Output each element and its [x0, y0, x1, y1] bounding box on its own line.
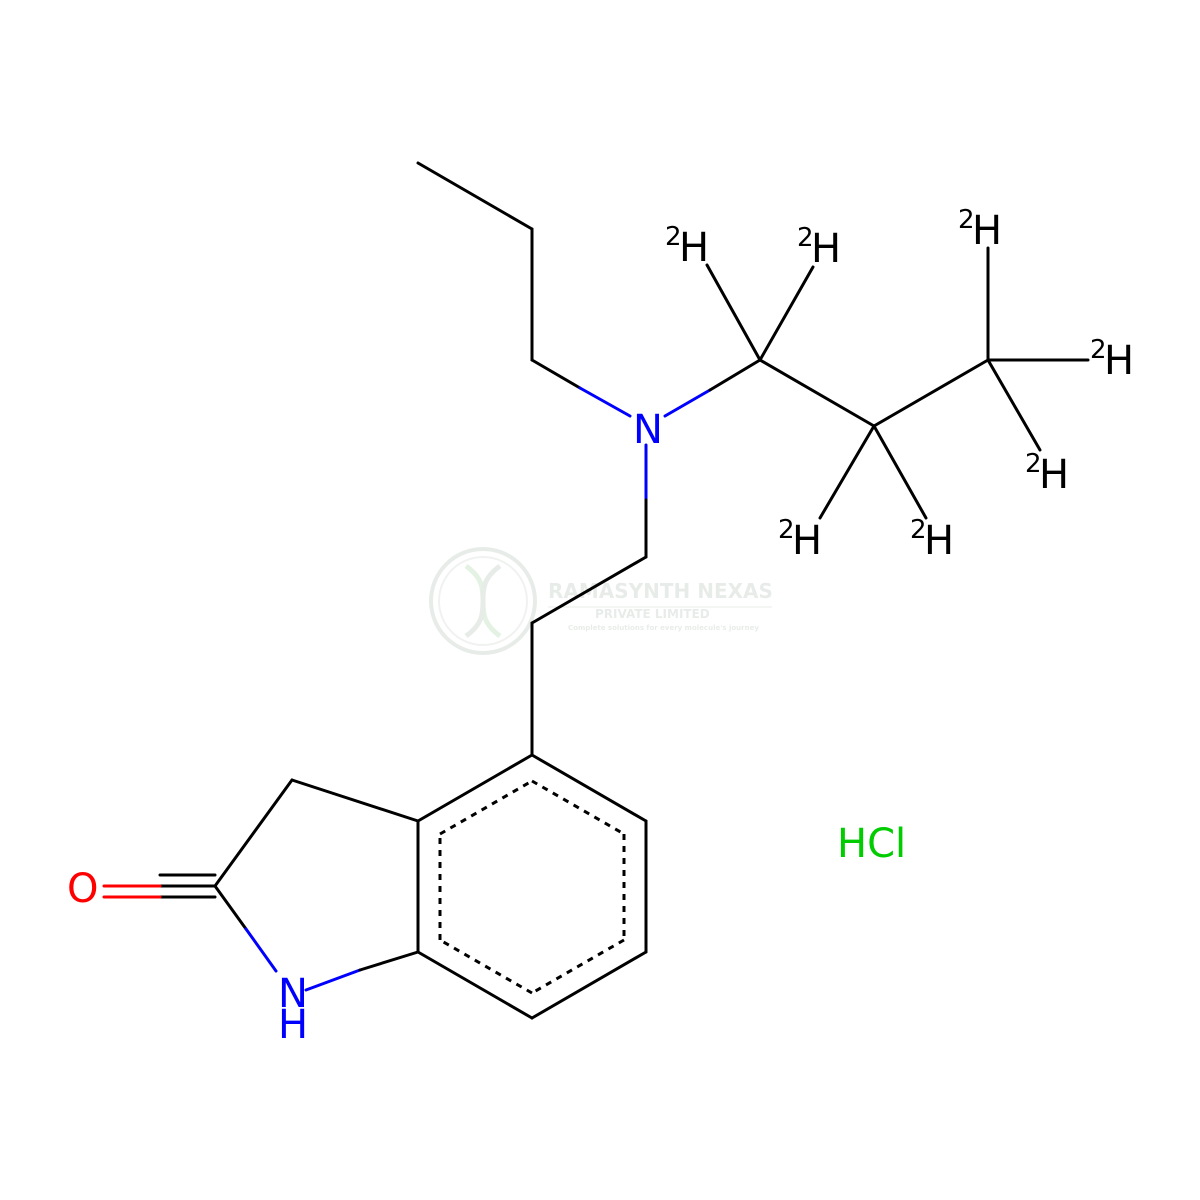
watermark-subtitle: PRIVATE LIMITED — [595, 607, 710, 621]
deuterium-label: 2 H — [778, 515, 822, 564]
carbonyl-oxygen-label: O — [67, 866, 98, 912]
ring-hydrogen-label: H — [278, 1002, 308, 1048]
bonds — [102, 161, 1090, 1020]
hcl-salt-label: HCl — [837, 821, 906, 867]
svg-text:2: 2 — [1025, 449, 1042, 479]
deuterium-label: 2 H — [665, 222, 709, 271]
bond — [358, 950, 420, 972]
bond — [986, 358, 1042, 452]
deuterium-label: 2 H — [1025, 449, 1069, 498]
svg-text:H: H — [1039, 452, 1069, 498]
bond — [872, 358, 990, 428]
bond — [530, 358, 582, 390]
svg-text:H: H — [924, 518, 954, 564]
bond — [530, 753, 648, 823]
watermark-logo-icon — [429, 547, 537, 655]
bond — [705, 263, 762, 362]
aromatic-bond — [439, 938, 533, 995]
bond — [872, 424, 928, 520]
amine-nitrogen-label: N — [633, 407, 663, 453]
bond — [244, 927, 278, 973]
bond — [530, 555, 648, 625]
svg-text:2: 2 — [665, 222, 682, 252]
svg-text:H: H — [972, 208, 1002, 254]
bond — [416, 161, 534, 231]
bond — [530, 950, 648, 1020]
bond — [213, 884, 248, 931]
svg-text:H: H — [811, 226, 841, 272]
svg-text:2: 2 — [778, 515, 795, 545]
atom-labels: N N H O HCl 2 H 2 H 2 H 2 H 2 H 2 H — [67, 205, 1134, 1048]
svg-text:H: H — [792, 518, 822, 564]
bond — [758, 358, 876, 428]
watermark: RAMASYNTH NEXAS PRIVATE LIMITED Complete… — [429, 547, 773, 655]
bond — [213, 778, 294, 888]
bond — [708, 358, 762, 392]
aromatic-bond — [439, 779, 533, 836]
deuterium-label: 2 H — [958, 205, 1002, 254]
bond — [290, 778, 420, 823]
ring-nitrogen-label: N — [278, 971, 308, 1017]
watermark-company: RAMASYNTH NEXAS — [548, 579, 773, 603]
svg-text:2: 2 — [910, 515, 927, 545]
svg-text:H: H — [679, 225, 709, 271]
deuterium-label: 2 H — [797, 223, 841, 272]
svg-text:2: 2 — [797, 223, 814, 253]
deuterium-label: 2 H — [910, 515, 954, 564]
svg-text:2: 2 — [958, 205, 975, 235]
bond — [818, 424, 876, 520]
aromatic-bond — [531, 779, 625, 836]
bond — [663, 388, 712, 418]
deuterium-label: 2 H — [1090, 335, 1134, 384]
aromatic-bond — [531, 938, 625, 995]
bond — [578, 386, 632, 418]
watermark-tagline: Complete solutions for every molecule's … — [568, 624, 759, 632]
svg-text:H: H — [1104, 338, 1134, 384]
bond — [758, 265, 815, 362]
bond — [304, 968, 362, 992]
bond — [416, 753, 534, 823]
bond — [416, 950, 534, 1020]
svg-text:2: 2 — [1090, 335, 1107, 365]
